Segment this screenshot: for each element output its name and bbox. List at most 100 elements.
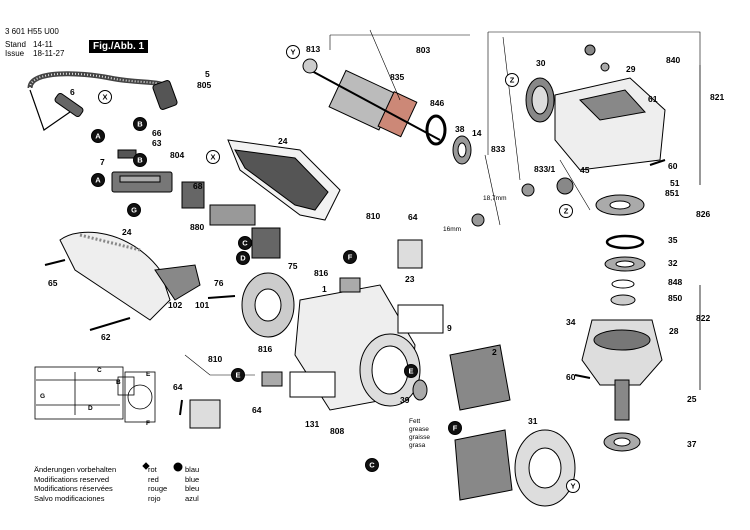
part-label: 805 bbox=[197, 80, 211, 90]
part-label: 1 bbox=[322, 284, 327, 294]
schematic-letter: C bbox=[97, 367, 102, 374]
part-label: 62 bbox=[101, 332, 111, 342]
handle-clip-101 bbox=[154, 264, 201, 301]
screw-60 bbox=[649, 159, 666, 166]
letter-bubble bbox=[286, 45, 300, 59]
screw-64 bbox=[179, 399, 183, 416]
issue-value: 18-11-27 bbox=[33, 49, 65, 58]
letter-bubble bbox=[91, 129, 105, 143]
part-label: 61 bbox=[648, 94, 658, 104]
letter-bubble bbox=[343, 250, 357, 264]
field-coil-2 bbox=[449, 344, 511, 411]
part-label: 39 bbox=[400, 395, 410, 405]
part-label: 66 bbox=[152, 128, 162, 138]
letter-bubble bbox=[133, 117, 147, 131]
letter-bubble-label: X bbox=[102, 93, 107, 102]
part-label: 32 bbox=[668, 258, 678, 268]
pinion-45 bbox=[556, 177, 574, 195]
part-label: 101 bbox=[195, 300, 209, 310]
part-label: 835 bbox=[390, 72, 404, 82]
part-label: 880 bbox=[190, 222, 204, 232]
part-label: 848 bbox=[668, 277, 682, 287]
legend-blue-es: azul bbox=[185, 493, 199, 503]
red-diamond-icon bbox=[142, 462, 150, 470]
letter-bubble-label: Y bbox=[290, 48, 295, 57]
part-label: 51 bbox=[670, 178, 680, 188]
letter-bubble bbox=[404, 364, 418, 378]
letter-bubble-label: B bbox=[137, 120, 143, 129]
part-label: 813 bbox=[306, 44, 320, 54]
letter-bubble bbox=[365, 458, 379, 472]
legend-blue-de: blau bbox=[185, 465, 200, 474]
letter-bubble-label: C bbox=[369, 461, 375, 470]
schematic-letter: G bbox=[40, 393, 45, 400]
part-label: 60 bbox=[668, 161, 678, 171]
washer-850 bbox=[610, 294, 636, 306]
part-label: 64 bbox=[408, 212, 418, 222]
part-label: 25 bbox=[687, 394, 697, 404]
letter-bubble-label: Y bbox=[570, 482, 575, 491]
screw-76 bbox=[207, 295, 236, 299]
legend-red-en: red bbox=[148, 474, 159, 484]
blue-asterisk-icon bbox=[173, 462, 183, 472]
letter-bubble bbox=[559, 204, 573, 218]
bearing-833 bbox=[521, 183, 535, 197]
grease-es: grasa bbox=[409, 442, 426, 449]
letter-bubble bbox=[127, 203, 141, 217]
part-label: 7 bbox=[100, 157, 105, 167]
part-label: 64 bbox=[252, 405, 262, 415]
part-label: 102 bbox=[168, 300, 182, 310]
part-label: 63 bbox=[152, 138, 162, 148]
schematic-letter: E bbox=[146, 371, 151, 378]
screw-65 bbox=[44, 259, 66, 266]
part-label: 846 bbox=[430, 98, 444, 108]
part-label: 810 bbox=[208, 354, 222, 364]
letter-bubble-label: A bbox=[95, 132, 101, 141]
brush-holder-816b bbox=[261, 371, 283, 387]
spring-29 bbox=[600, 62, 610, 72]
letter-bubble-label: C bbox=[242, 239, 248, 248]
part-label: 826 bbox=[696, 209, 710, 219]
legend-red-fr: rouge bbox=[148, 484, 168, 493]
letter-bubble bbox=[231, 368, 245, 382]
part-label: 804 bbox=[170, 150, 184, 160]
part-label: 64 bbox=[173, 382, 183, 392]
part-label: 30 bbox=[536, 58, 546, 68]
dim-18-7: 18,7mm bbox=[483, 195, 506, 202]
part-label: 35 bbox=[668, 235, 678, 245]
bearing-813 bbox=[302, 58, 318, 74]
part-label: 28 bbox=[669, 326, 679, 336]
stand-label: Stand bbox=[5, 40, 26, 49]
cover-lower bbox=[189, 399, 221, 429]
legend-changes: Änderungen vorbehalten Modifications res… bbox=[34, 465, 116, 503]
part-label: 34 bbox=[566, 317, 576, 327]
bearing-833b bbox=[471, 213, 485, 227]
part-label: 24 bbox=[122, 227, 132, 237]
legend-changes-fr: Modifications réservées bbox=[34, 484, 113, 493]
cover-23 bbox=[397, 239, 423, 269]
grease-fr: graisse bbox=[409, 434, 430, 441]
figure-label: Fig./Abb. 1 bbox=[89, 40, 149, 53]
letter-bubble bbox=[91, 173, 105, 187]
part-label: 68 bbox=[193, 181, 203, 191]
part-label: 65 bbox=[48, 278, 58, 288]
letter-bubble bbox=[238, 236, 252, 250]
letter-bubble-label: Z bbox=[564, 207, 569, 216]
label-131 bbox=[289, 371, 336, 398]
part-label: 31 bbox=[528, 416, 538, 426]
legend-blue-fr: bleu bbox=[185, 484, 200, 493]
part-label: 9 bbox=[447, 323, 452, 333]
plug bbox=[152, 80, 178, 110]
wiring-schematic bbox=[34, 366, 156, 423]
letter-bubble-label: E bbox=[408, 367, 413, 376]
letter-bubble-label: Z bbox=[510, 76, 515, 85]
legend-red: rot red rouge rojo bbox=[148, 465, 167, 503]
letter-bubble-label: A bbox=[95, 176, 101, 185]
part-label: 37 bbox=[687, 439, 697, 449]
label-9 bbox=[397, 304, 444, 334]
letter-bubble bbox=[236, 251, 250, 265]
letter-bubble bbox=[505, 73, 519, 87]
part-label: 810 bbox=[366, 211, 380, 221]
part-label: 833 bbox=[491, 144, 505, 154]
cord-strain-relief bbox=[54, 92, 84, 118]
